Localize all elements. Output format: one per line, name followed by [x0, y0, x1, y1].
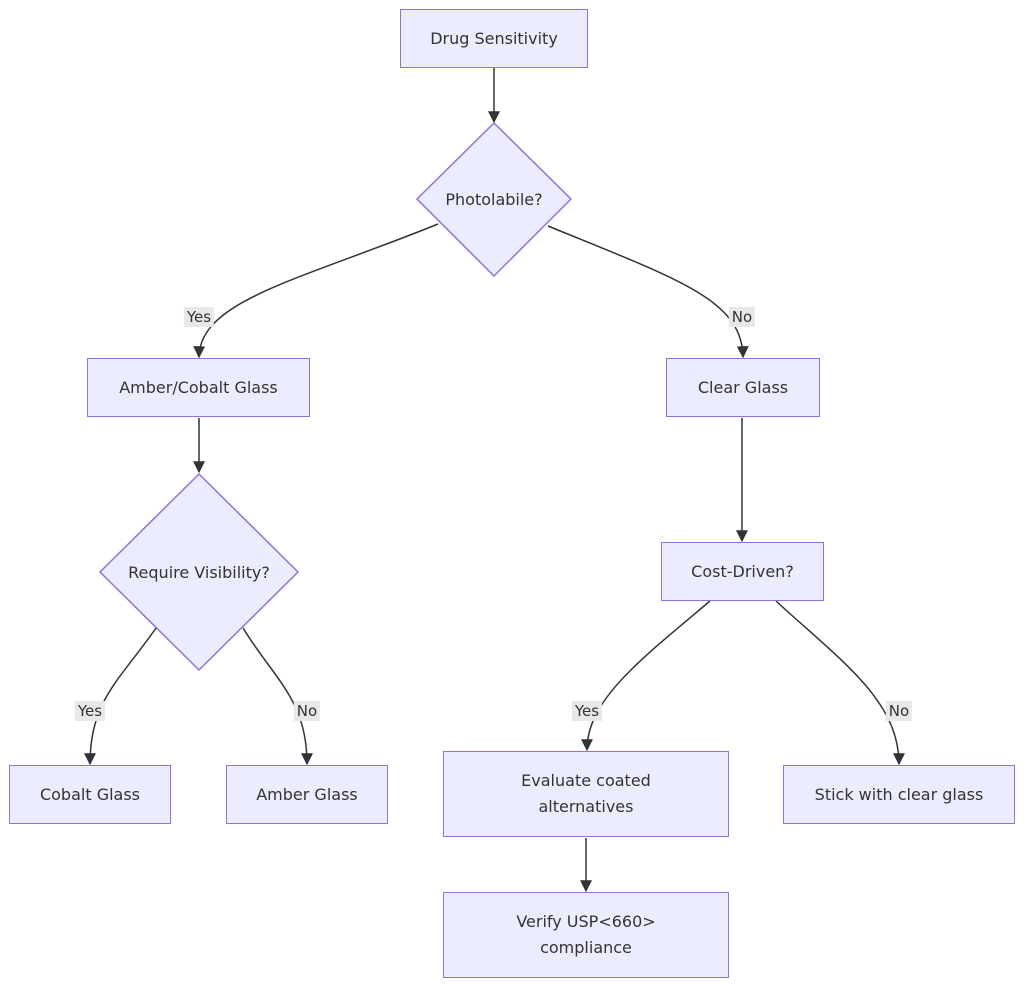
edge-label-visibility-yes: Yes: [74, 701, 106, 721]
node-stick-with-clear-glass: Stick with clear glass: [783, 765, 1015, 824]
node-amber-glass: Amber Glass: [226, 765, 388, 824]
edge-visibility-no: [242, 627, 313, 766]
node-cobalt-glass: Cobalt Glass: [9, 765, 171, 824]
node-verify-usp-660: Verify USP<660> compliance: [443, 892, 729, 978]
edge-cost-no: [775, 600, 905, 766]
edge-label-photolabile-no: No: [728, 307, 756, 327]
decision-photolabile-label: Photolabile?: [445, 189, 543, 209]
require-visibility-diamond: [98, 472, 300, 672]
edge-label-photolabile-yes: Yes: [183, 307, 215, 327]
edge-label-cost-yes: Yes: [571, 701, 603, 721]
node-clear-glass: Clear Glass: [666, 358, 820, 417]
edge-cost-yes: [581, 600, 711, 752]
edge-photolabile-yes: [193, 223, 439, 359]
node-amber-cobalt-glass: Amber/Cobalt Glass: [87, 358, 310, 417]
edge-label-visibility-no: No: [293, 701, 321, 721]
node-cost-driven: Cost-Driven?: [661, 542, 824, 601]
edge-visibility-yes: [84, 627, 157, 766]
decision-require-visibility-label: Require Visibility?: [128, 562, 270, 582]
edge-label-cost-no: No: [885, 701, 913, 721]
node-drug-sensitivity: Drug Sensitivity: [400, 9, 588, 68]
edge-photolabile-no: [547, 225, 749, 359]
node-evaluate-coated-alternatives: Evaluate coated alternatives: [443, 751, 729, 837]
photolabile-diamond: [415, 121, 573, 278]
